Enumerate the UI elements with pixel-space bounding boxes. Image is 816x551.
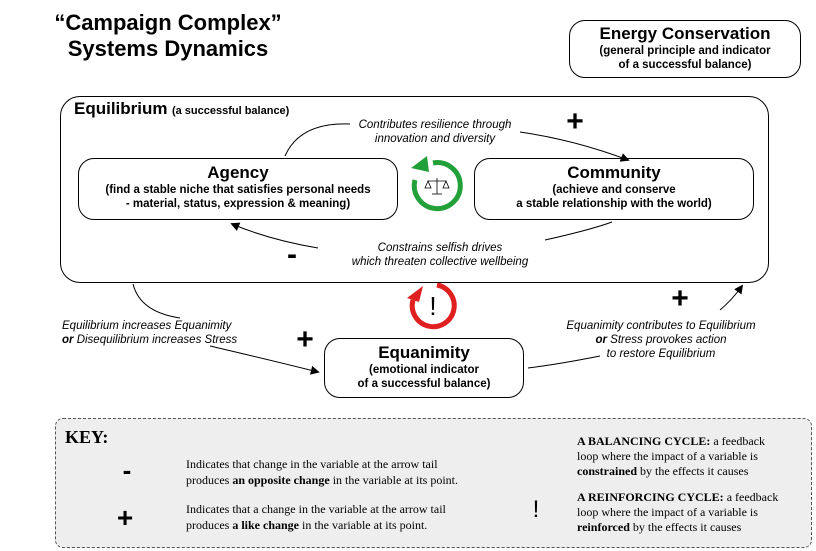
equilibrium-title: Equilibrium	[74, 99, 168, 118]
plus-sign-top: +	[566, 105, 584, 138]
key-panel	[55, 418, 812, 548]
key-plus-sign: +	[116, 502, 134, 533]
plus-sign-right: +	[671, 282, 689, 315]
key-reinforcing-text: A REINFORCING CYCLE: a feedback loop whe…	[577, 490, 812, 535]
community-box: Community (achieve and conserve a stable…	[474, 158, 754, 220]
label-equanimity-equilibrium: Equanimity contributes to Equilibrium or…	[546, 319, 776, 361]
key-title: KEY:	[65, 427, 109, 447]
key-reinforcing-head: A REINFORCING CYCLE:	[577, 490, 724, 504]
label-right-line-3: to restore Equilibrium	[606, 348, 716, 360]
community-sub-2: a stable relationship with the world)	[516, 198, 712, 210]
label-right-or: or	[595, 334, 607, 346]
key-minus-post: in the variable at its point.	[329, 473, 458, 487]
energy-conservation-title: Energy Conservation	[599, 24, 771, 43]
exclamation-icon-center: !	[429, 291, 437, 321]
label-resilience-line-1: Contributes resilience through	[358, 119, 512, 131]
key-reinforcing-line-3: reinforced by the effects it causes	[577, 520, 812, 535]
key-plus-text: Indicates that a change in the variable …	[186, 501, 506, 533]
diagram-title: “Campaign Complex” Systems Dynamics	[18, 10, 318, 62]
key-minus-bold: an opposite change	[232, 473, 330, 487]
key-minus-sign: -	[122, 455, 132, 485]
key-plus-post: in the variable at its point.	[299, 518, 428, 532]
key-minus-line-1: Indicates that change in the variable at…	[186, 457, 438, 471]
label-constrains-selfish: Constrains selfish drives which threaten…	[320, 241, 560, 269]
key-balancing-1: a feedback	[710, 434, 765, 448]
key-minus-line-2: produces an opposite change in the varia…	[186, 472, 506, 488]
community-title: Community	[567, 163, 661, 182]
key-reinforcing-bold: reinforced	[577, 520, 630, 534]
key-reinforcing-line-2: loop where the impact of a variable is	[577, 505, 758, 519]
key-balancing-head: A BALANCING CYCLE:	[577, 434, 711, 448]
equanimity-sub-1: (emotional indicator	[369, 364, 479, 376]
label-left-line-2: or Disequilibrium increases Stress	[62, 333, 292, 347]
equanimity-box: Equanimity (emotional indicator of a suc…	[324, 338, 524, 398]
key-plus-mid: produces	[186, 518, 233, 532]
label-left-line-1: Equilibrium increases Equanimity	[62, 320, 232, 332]
minus-sign-bottom-left: -	[287, 238, 297, 271]
key-balancing-text: A BALANCING CYCLE: a feedback loop where…	[577, 434, 812, 479]
energy-conservation-sub-1: (general principle and indicator	[599, 45, 771, 57]
equanimity-sub-2: of a successful balance)	[357, 378, 491, 390]
agency-sub-2: - material, status, expression & meaning…	[125, 198, 351, 210]
label-contributes-resilience: Contributes resilience through innovatio…	[330, 118, 540, 146]
key-reinforcing-line-1: A REINFORCING CYCLE: a feedback	[577, 490, 812, 505]
label-left-rest: Disequilibrium increases Stress	[73, 334, 238, 346]
label-left-or: or	[62, 334, 74, 346]
title-line-1: “Campaign Complex”	[54, 10, 282, 35]
agency-box: Agency (find a stable niche that satisfi…	[78, 158, 398, 220]
label-constrains-line-2: which threaten collective wellbeing	[351, 256, 529, 268]
label-equilibrium-equanimity: Equilibrium increases Equanimity or Dise…	[62, 319, 292, 347]
key-balancing-line-3: constrained by the effects it causes	[577, 464, 812, 479]
label-right-line-1: Equanimity contributes to Equilibrium	[566, 320, 756, 332]
key-plus-line-1: Indicates that a change in the variable …	[186, 502, 446, 516]
label-constrains-line-1: Constrains selfish drives	[377, 242, 503, 254]
key-plus-bold: a like change	[232, 518, 299, 532]
energy-conservation-box: Energy Conservation (general principle a…	[569, 20, 801, 78]
equilibrium-sub: (a successful balance)	[171, 105, 290, 117]
equanimity-title: Equanimity	[378, 343, 470, 362]
plus-sign-left: +	[296, 323, 314, 356]
agency-title: Agency	[207, 163, 269, 182]
label-right-line-2: or Stress provokes action	[546, 333, 776, 347]
key-minus-mid: produces	[186, 473, 233, 487]
key-reinforcing-3: by the effects it causes	[629, 520, 742, 534]
key-balancing-line-2: loop where the impact of a variable is	[577, 449, 758, 463]
key-balancing-bold: constrained	[577, 464, 637, 478]
agency-sub-1: (find a stable niche that satisfies pers…	[105, 184, 371, 196]
title-line-2: Systems Dynamics	[67, 36, 269, 61]
key-minus-text: Indicates that change in the variable at…	[186, 456, 506, 488]
community-sub-1: (achieve and conserve	[552, 184, 676, 196]
key-exclamation-icon: !	[532, 496, 540, 523]
label-right-rest: Stress provokes action	[606, 334, 727, 346]
key-plus-line-2: produces a like change in the variable a…	[186, 517, 506, 533]
key-balancing-3: by the effects it causes	[637, 464, 749, 478]
key-balancing-line-1: A BALANCING CYCLE: a feedback	[577, 434, 812, 449]
equilibrium-label: Equilibrium (a successful balance)	[74, 99, 289, 119]
label-resilience-line-2: innovation and diversity	[374, 133, 496, 145]
energy-conservation-sub-2: of a successful balance)	[618, 59, 752, 71]
key-reinforcing-1: a feedback	[723, 490, 779, 504]
